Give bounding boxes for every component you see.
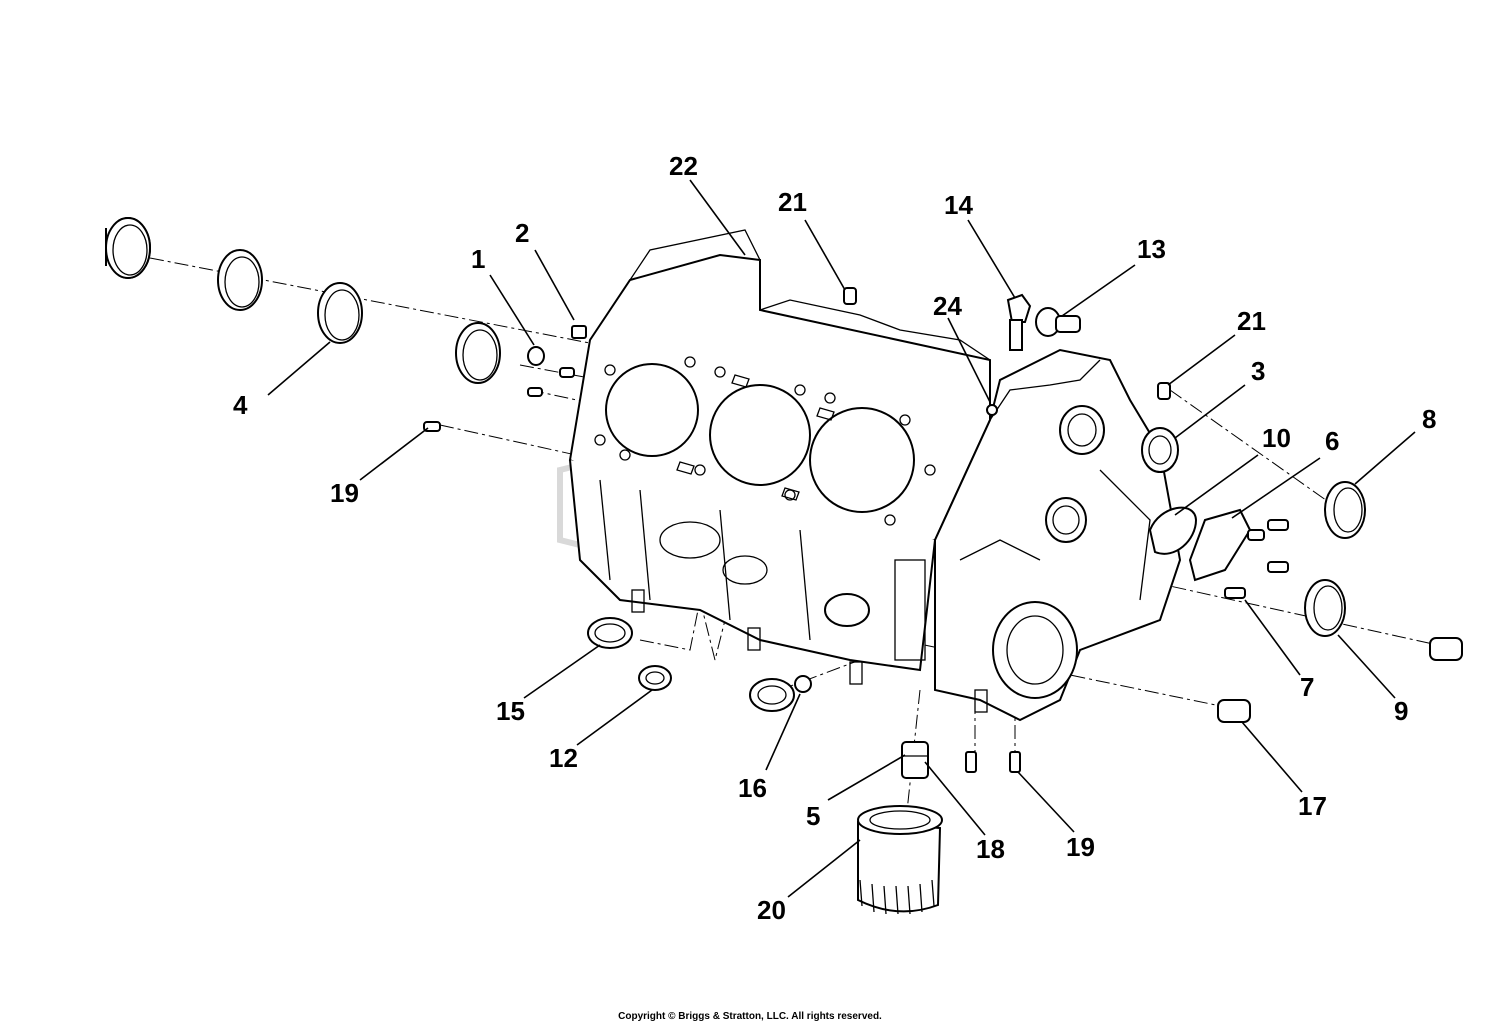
dowel-21-top [843, 287, 857, 305]
callout-2: 2 [515, 218, 529, 248]
callout-8: 8 [1422, 404, 1436, 434]
callout-15: 15 [496, 696, 525, 726]
cylinder-liners [105, 217, 501, 384]
callout-12: 12 [549, 743, 578, 773]
fitting-14 [1006, 293, 1032, 351]
pin-19-bottom-2 [1009, 751, 1021, 773]
bore-2 [709, 384, 811, 486]
callout-9: 9 [1394, 696, 1408, 726]
seal-8 [1324, 481, 1366, 539]
seal-9 [1304, 579, 1346, 637]
callout-labels: 1 2 3 4 5 6 7 8 9 10 12 13 14 15 16 17 1… [233, 151, 1436, 925]
plug-1 [527, 346, 545, 366]
callout-21-top: 21 [778, 187, 807, 217]
plug-large [749, 678, 795, 712]
bottom-parts [587, 617, 1021, 915]
o-ring-10 [1148, 506, 1198, 555]
bore-1 [605, 363, 699, 457]
callout-24: 24 [933, 291, 962, 321]
plug-17 [1217, 699, 1251, 723]
dowel-21-right [1157, 382, 1171, 400]
copyright-notice: Copyright © Briggs & Stratton, LLC. All … [618, 1011, 882, 1022]
pin-19-bottom [965, 751, 977, 773]
sensor-13 [1035, 307, 1081, 337]
liner-1 [105, 217, 151, 279]
callout-1: 1 [471, 244, 485, 274]
callout-20: 20 [757, 895, 786, 925]
callout-3: 3 [1251, 356, 1265, 386]
callout-18: 18 [976, 834, 1005, 864]
leader-lines [267, 179, 1416, 898]
liner-2 [217, 249, 263, 311]
liner-3 [317, 282, 363, 344]
callout-14: 14 [944, 190, 973, 220]
callout-16: 16 [738, 773, 767, 803]
pin [559, 367, 575, 378]
liner-4 [455, 322, 501, 384]
callout-19-left: 19 [330, 478, 359, 508]
plug-12 [638, 665, 672, 691]
bore-3 [809, 407, 915, 513]
callout-10: 10 [1262, 423, 1291, 453]
callout-17: 17 [1298, 791, 1327, 821]
plug-24 [986, 404, 998, 416]
right-parts [1141, 427, 1463, 723]
oil-filter-20 [857, 805, 943, 915]
plug-right [1429, 637, 1463, 661]
left-small-parts [423, 325, 587, 432]
callout-19-bottom: 19 [1066, 832, 1095, 862]
callout-21-right: 21 [1237, 306, 1266, 336]
plug-16 [794, 675, 812, 693]
callout-5: 5 [806, 801, 820, 831]
cover-6 [1188, 508, 1252, 582]
callout-4: 4 [233, 390, 248, 420]
top-parts [843, 287, 1171, 416]
plug-15 [587, 617, 633, 649]
callout-22: 22 [669, 151, 698, 181]
bolts-7 [1224, 519, 1289, 599]
callout-6: 6 [1325, 426, 1339, 456]
engine-block [568, 229, 1182, 722]
adapter-5 [901, 741, 929, 779]
pin [527, 387, 543, 397]
callout-7: 7 [1300, 672, 1314, 702]
seal-3 [1141, 427, 1179, 473]
callout-13: 13 [1137, 234, 1166, 264]
dowel-2 [571, 325, 587, 339]
